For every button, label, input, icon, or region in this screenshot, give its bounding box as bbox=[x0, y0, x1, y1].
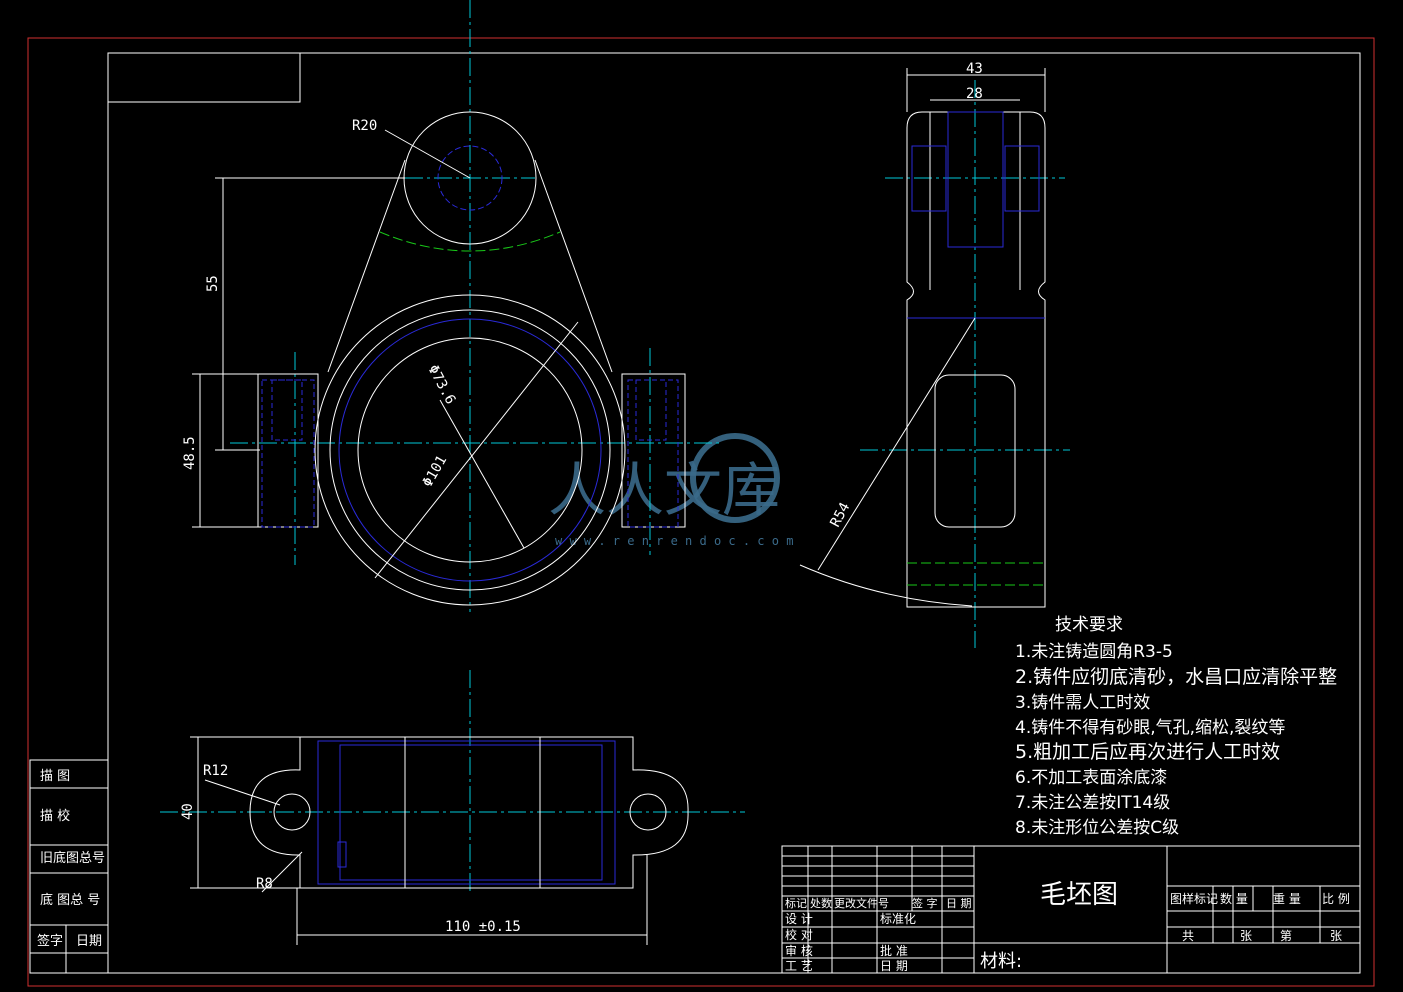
tech-item: 5.粗加工后应再次进行人工时效 bbox=[1015, 741, 1280, 763]
label-approve: 批 准 bbox=[880, 943, 908, 958]
tech-item: 3.铸件需人工时效 bbox=[1015, 693, 1150, 713]
label-date: 日 期 bbox=[880, 959, 908, 973]
front-view bbox=[192, 0, 720, 612]
left-col-item: 旧底图总号 bbox=[40, 850, 105, 866]
dim-r12: R12 bbox=[203, 763, 228, 779]
tech-requirements: 技术要求 1.未注铸造圆角R3-5 2.铸件应彻底清砂，水昌口应清除平整 3.铸… bbox=[1015, 615, 1337, 838]
tech-item: 1.未注铸造圆角R3-5 bbox=[1015, 642, 1173, 662]
rev-header: 标记 bbox=[785, 896, 807, 910]
label-process: 工 艺 bbox=[785, 959, 813, 973]
tech-title: 技术要求 bbox=[1055, 615, 1123, 635]
left-column bbox=[29, 759, 109, 974]
left-col-item: 描 校 bbox=[40, 808, 70, 824]
dim-28: 28 bbox=[966, 86, 983, 102]
sheet-label: 第 bbox=[1280, 929, 1292, 943]
tech-item: 6.不加工表面涂底漆 bbox=[1015, 768, 1167, 788]
tech-item: 2.铸件应彻底清砂，水昌口应清除平整 bbox=[1015, 666, 1337, 688]
dim-110: 110 ±0.15 bbox=[445, 919, 521, 935]
right-header: 图样标记 bbox=[1170, 891, 1218, 906]
rev-header: 处数 bbox=[810, 897, 832, 910]
dim-40: 40 bbox=[180, 803, 196, 820]
label-standard: 标准化 bbox=[880, 912, 916, 926]
rev-header: 日 期 bbox=[946, 897, 972, 910]
outer-border bbox=[27, 37, 1375, 987]
material-label: 材料: bbox=[980, 951, 1022, 972]
rev-header: 更改文件号 bbox=[834, 896, 889, 910]
dim-43: 43 bbox=[966, 61, 983, 77]
dim-48-5: 48.5 bbox=[182, 436, 198, 470]
label-check: 校 对 bbox=[785, 927, 813, 942]
sheet-label: 张 bbox=[1330, 929, 1342, 943]
tech-item: 7.未注公差按IT14级 bbox=[1015, 793, 1170, 813]
left-col-item: 签字 bbox=[37, 933, 63, 949]
dim-r20: R20 bbox=[352, 118, 377, 134]
watermark-url: w w w . r e n r e n d o c . c o m bbox=[555, 534, 793, 548]
watermark-text: 人人文库 bbox=[548, 456, 780, 524]
sheet-label: 共 bbox=[1182, 929, 1194, 943]
left-col-item: 底 图总 号 bbox=[40, 892, 100, 908]
drawing-title: 毛坯图 bbox=[1040, 880, 1118, 910]
right-header: 比 例 bbox=[1322, 892, 1350, 906]
left-col-item: 日期 bbox=[76, 934, 102, 949]
tech-item: 4.铸件不得有砂眼,气孔,缩松,裂纹等 bbox=[1015, 718, 1285, 738]
left-col-item: 描 图 bbox=[40, 769, 70, 784]
watermark: 人人文库 w w w . r e n r e n d o c . c o m bbox=[548, 433, 793, 548]
dim-55: 55 bbox=[205, 275, 221, 292]
top-view bbox=[160, 670, 745, 945]
dim-r8: R8 bbox=[256, 876, 273, 892]
inner-frame bbox=[107, 52, 1361, 974]
dim-dia101: Φ101 bbox=[420, 453, 451, 490]
label-design: 设 计 bbox=[785, 912, 813, 926]
sheet-label: 张 bbox=[1240, 929, 1252, 943]
right-header: 重 量 bbox=[1273, 892, 1301, 906]
dim-r54: R54 bbox=[827, 500, 853, 530]
label-review: 审 核 bbox=[785, 943, 813, 958]
right-header: 数 量 bbox=[1220, 891, 1248, 906]
corner-box bbox=[107, 52, 301, 103]
rev-header: 签 字 bbox=[912, 896, 938, 910]
title-block bbox=[781, 845, 1361, 974]
dim-dia73-6: Φ73.6 bbox=[424, 362, 458, 407]
tech-item: 8.未注形位公差按C级 bbox=[1015, 818, 1179, 838]
side-view bbox=[799, 68, 1070, 648]
